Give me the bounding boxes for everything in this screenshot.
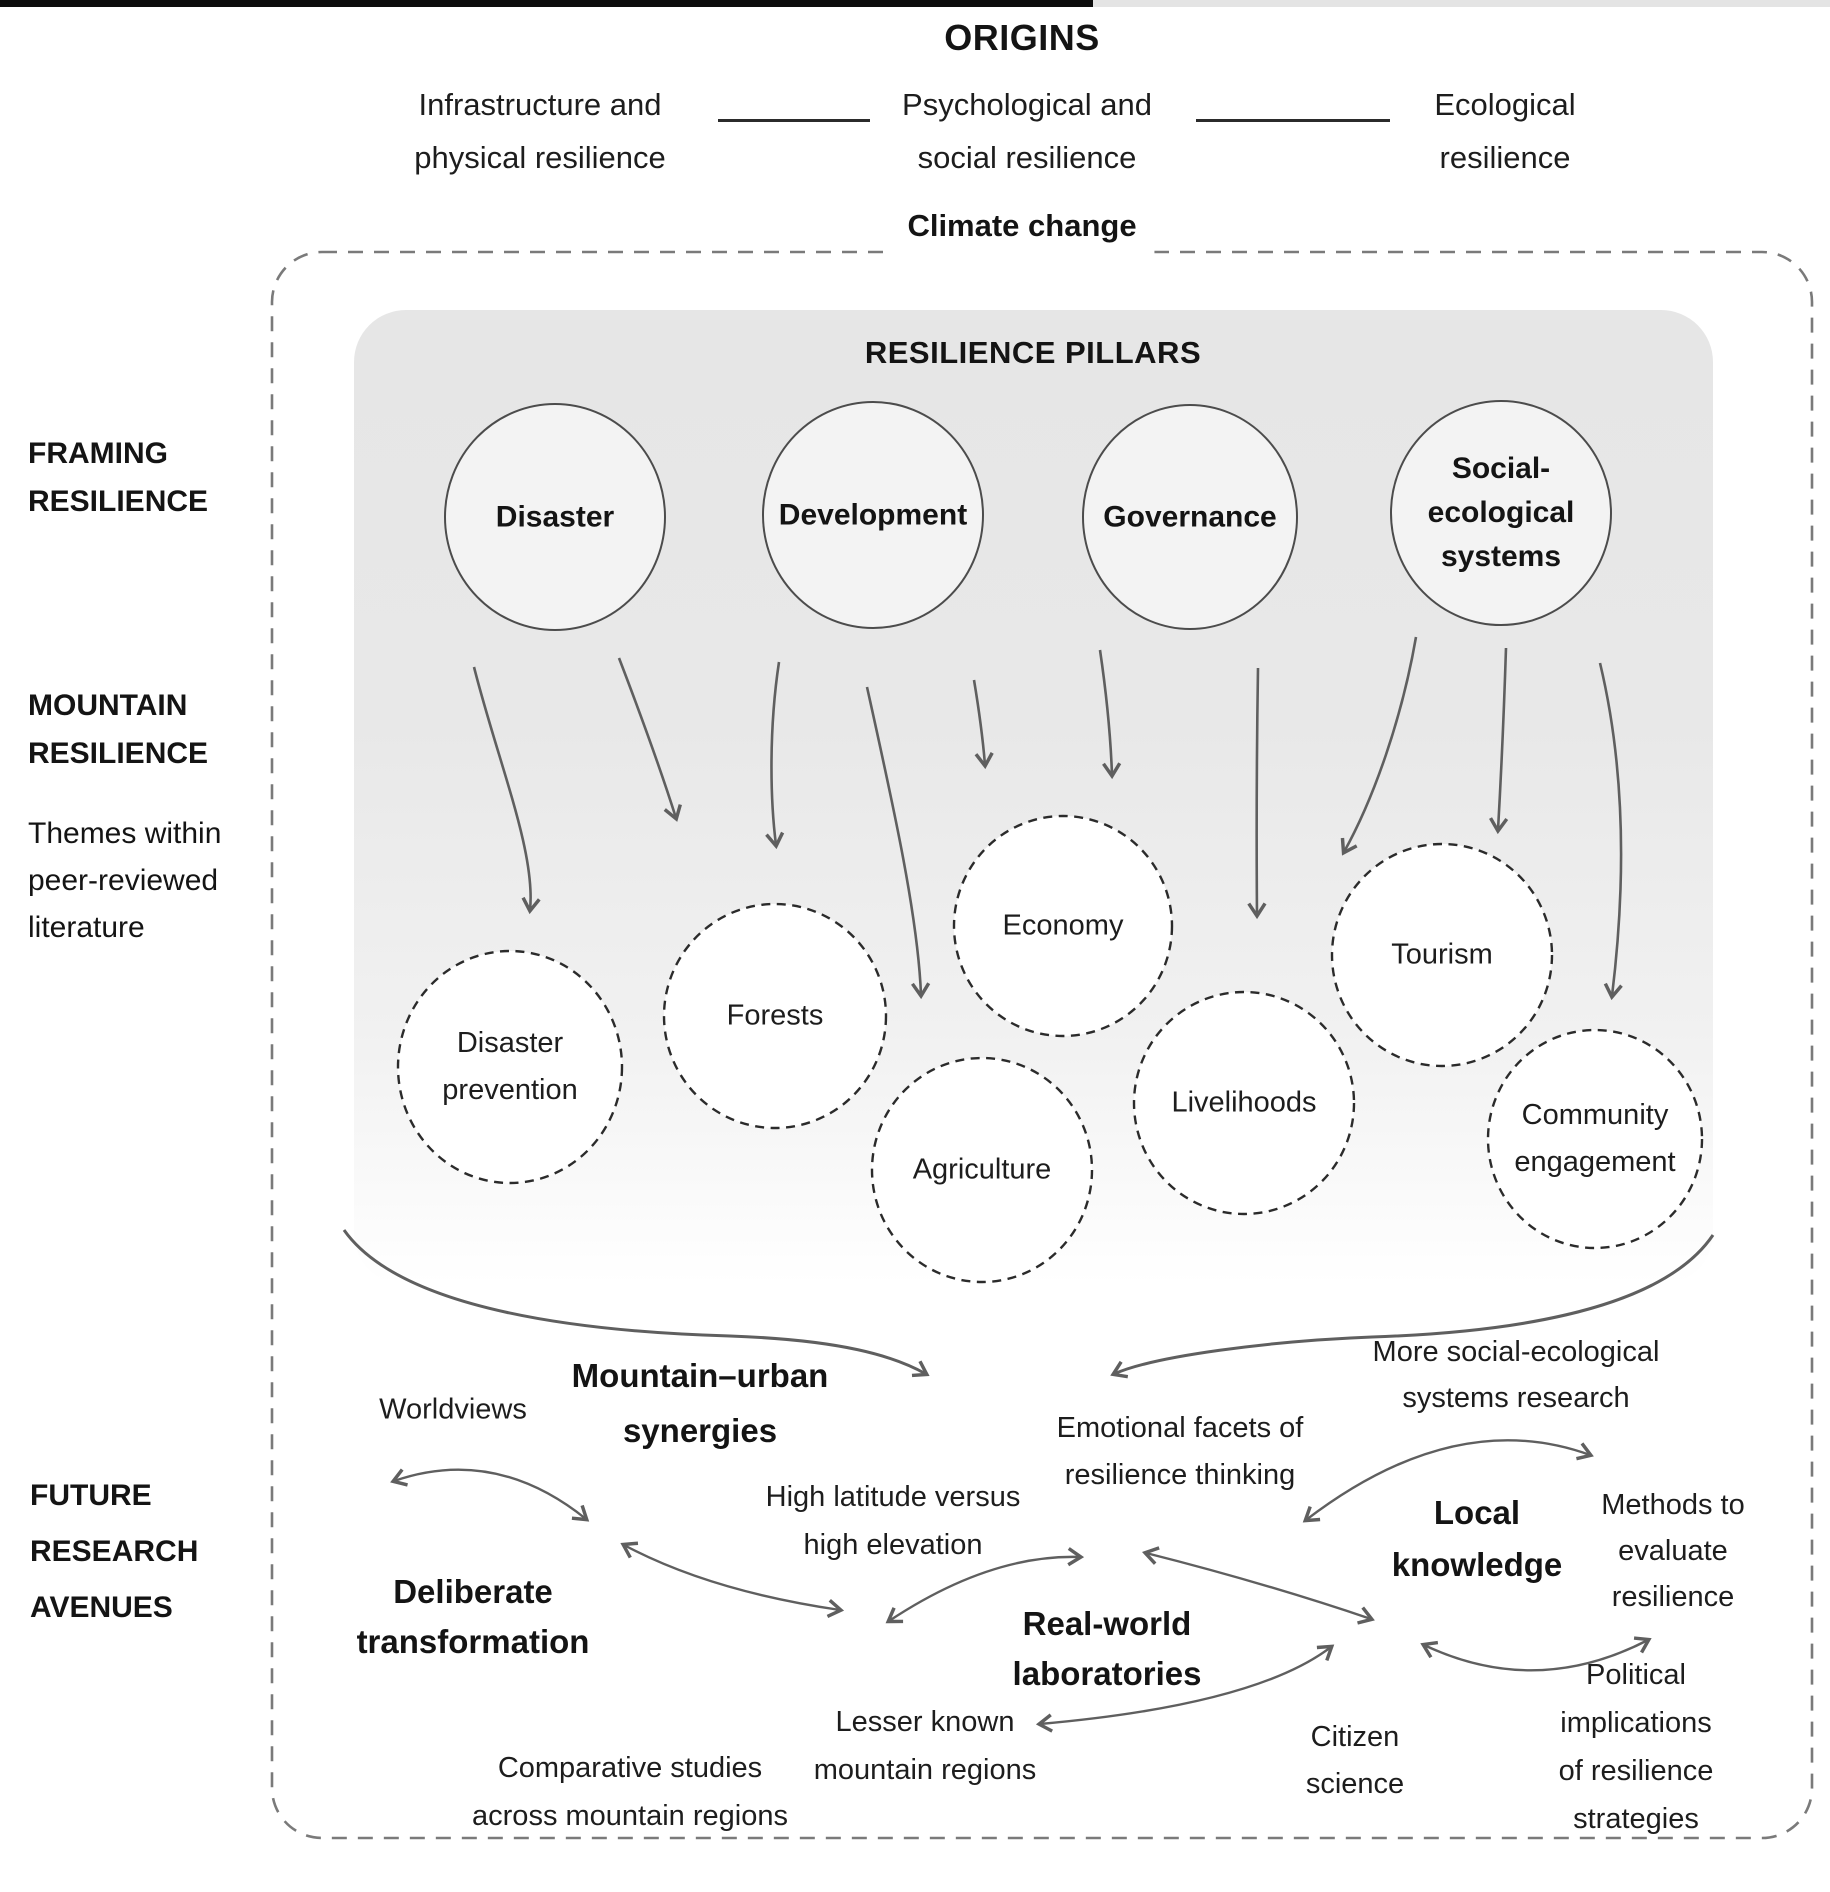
theme-label-agriculture: Agriculture	[912, 1153, 1052, 1186]
future-lesser-known: Lesser known mountain regions	[813, 1706, 1037, 1786]
theme-circle-tourism	[1330, 842, 1554, 1068]
arrow-disaster-to-forests	[617, 657, 682, 822]
future-emotional-facets: Emotional facets of resilience thinking	[1056, 1412, 1304, 1491]
theme-circle-community-engagement	[1486, 1028, 1704, 1250]
theme-circle-agriculture	[870, 1056, 1094, 1284]
future-more-ses-research: More social-ecological systems research	[1372, 1336, 1660, 1414]
side-label-mountain-resilience: MOUNTAIN RESILIENCE	[28, 689, 209, 770]
future-citizen-science: Citizen science	[1305, 1721, 1405, 1800]
link-moreses-methods	[1302, 1439, 1594, 1523]
theme-label-economy: Economy	[1002, 909, 1124, 942]
arrow-governance-to-economy	[1098, 649, 1122, 780]
side-label-framing-resilience: FRAMING RESILIENCE	[28, 437, 209, 518]
pillar-label-disaster: Disaster	[495, 500, 615, 534]
pillar-label-development: Development	[778, 498, 968, 532]
pillar-circle-development	[762, 401, 984, 629]
side-label-future-research-avenues: FUTURE RESEARCH AVENUES	[30, 1479, 199, 1624]
theme-circle-forests	[662, 902, 888, 1130]
link-emotional-localknowledge	[1142, 1546, 1375, 1625]
future-methods-evaluate: Methods to evaluate resilience	[1601, 1489, 1745, 1613]
arrow-development-to-economy	[972, 679, 994, 770]
side-label-themes-note: Themes within peer-reviewed literature	[28, 817, 222, 944]
arrow-development-to-agriculture	[865, 686, 931, 1000]
pillar-circle-governance	[1082, 404, 1298, 630]
future-mountain-urban-synergies: Mountain–urban synergies	[571, 1357, 829, 1449]
theme-label-livelihoods: Livelihoods	[1171, 1086, 1317, 1119]
future-political-implications: Political implications of resilience str…	[1558, 1659, 1714, 1835]
future-worldviews: Worldviews	[379, 1393, 527, 1426]
future-high-latitude: High latitude versus high elevation	[765, 1481, 1021, 1561]
pillar-label-social-ecological-systems: Social- ecological systems	[1427, 452, 1575, 573]
arrow-governance-to-livelihoods	[1247, 667, 1267, 920]
link-lesserknown-citizen	[1035, 1644, 1335, 1733]
link-localknowledge-methods	[1420, 1636, 1652, 1672]
arrow-social-ecological-to-tourism	[1489, 647, 1509, 835]
origins-separator-right	[1196, 119, 1390, 122]
future-deliberate-transformation: Deliberate transformation	[356, 1573, 590, 1660]
origin-ecological: Ecological resilience	[1434, 87, 1576, 175]
pillars-title: RESILIENCE PILLARS	[864, 334, 1202, 370]
future-local-knowledge: Local knowledge	[1391, 1494, 1563, 1583]
pillar-circle-disaster	[444, 403, 666, 631]
theme-label-community-engagement: Community engagement	[1514, 1099, 1676, 1178]
theme-circle-livelihoods	[1132, 990, 1356, 1216]
theme-circle-disaster-prevention	[396, 949, 624, 1185]
origins-separator-left	[718, 119, 870, 122]
theme-circle-economy	[952, 814, 1174, 1038]
climate-change-boundary	[270, 250, 1814, 1840]
theme-label-forests: Forests	[726, 999, 824, 1032]
origin-infrastructure: Infrastructure and physical resilience	[414, 87, 666, 175]
theme-label-tourism: Tourism	[1391, 938, 1493, 971]
sweep-arrow-left-to-future	[342, 1229, 930, 1378]
climate-change-label: Climate change	[889, 200, 1155, 262]
sweep-arrow-right-to-future	[1110, 1234, 1715, 1379]
pillar-label-governance: Governance	[1103, 500, 1277, 534]
top-edge-dark-bar	[0, 0, 1093, 7]
link-realworld-emotional	[885, 1547, 1085, 1624]
theme-label-disaster-prevention: Disaster prevention	[442, 1027, 578, 1106]
link-synergies-realworld	[620, 1541, 845, 1618]
origins-title: ORIGINS	[944, 17, 1100, 58]
arrow-disaster-to-disaster-prevention	[472, 666, 541, 915]
future-real-world-laboratories: Real-world laboratories	[1012, 1605, 1202, 1692]
link-worldviews-deliberate	[390, 1468, 590, 1522]
origin-psychological: Psychological and social resilience	[902, 87, 1152, 175]
arrow-development-to-forests	[765, 661, 785, 850]
top-edge-light-bar	[1093, 0, 1830, 7]
arrow-social-ecological-to-community-engagement	[1598, 662, 1623, 1001]
future-comparative-studies: Comparative studies across mountain regi…	[472, 1752, 788, 1832]
arrow-social-ecological-to-tourism-left	[1340, 636, 1418, 856]
pillar-circle-social-ecological	[1390, 400, 1612, 626]
